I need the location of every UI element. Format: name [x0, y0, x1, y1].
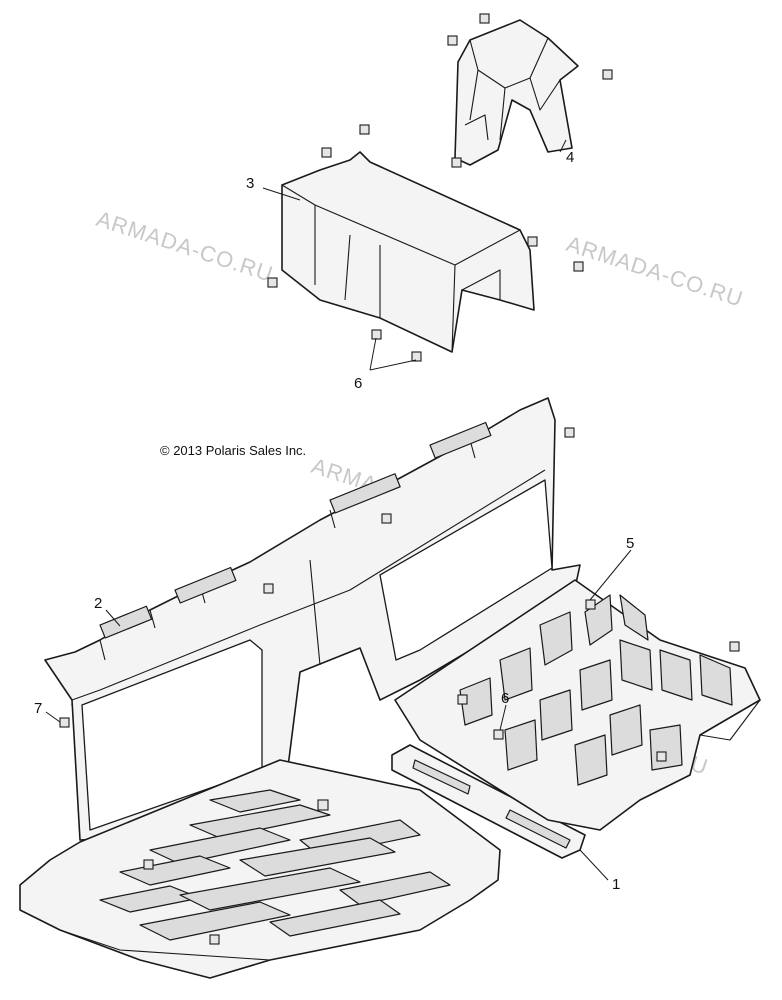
watermark-top-left: ARMADA-CO.RU [93, 206, 276, 287]
left-floor-pan [19, 759, 501, 979]
callout-3: 3 [246, 175, 254, 192]
part-2-cab-back-panel [44, 397, 581, 841]
leader-lines [45, 139, 632, 881]
right-floor-pan [394, 579, 761, 831]
copyright-notice: © 2013 Polaris Sales Inc. [160, 443, 306, 458]
callout-7: 7 [34, 700, 42, 717]
callout-1: 1 [612, 876, 620, 893]
callout-6-lower: 6 [501, 690, 509, 707]
part-3-middle-shield [267, 124, 584, 362]
part-1-sill-strip [391, 744, 586, 859]
callout-2: 2 [94, 595, 102, 612]
callout-6-upper: 6 [354, 375, 362, 392]
callouts: 1 2 3 4 5 6 6 7 [34, 149, 634, 893]
callout-4: 4 [566, 149, 574, 166]
watermark-top-right: ARMADA-CO.RU [563, 231, 746, 312]
callout-5: 5 [626, 535, 634, 552]
part-4-upper-shield [447, 13, 613, 168]
